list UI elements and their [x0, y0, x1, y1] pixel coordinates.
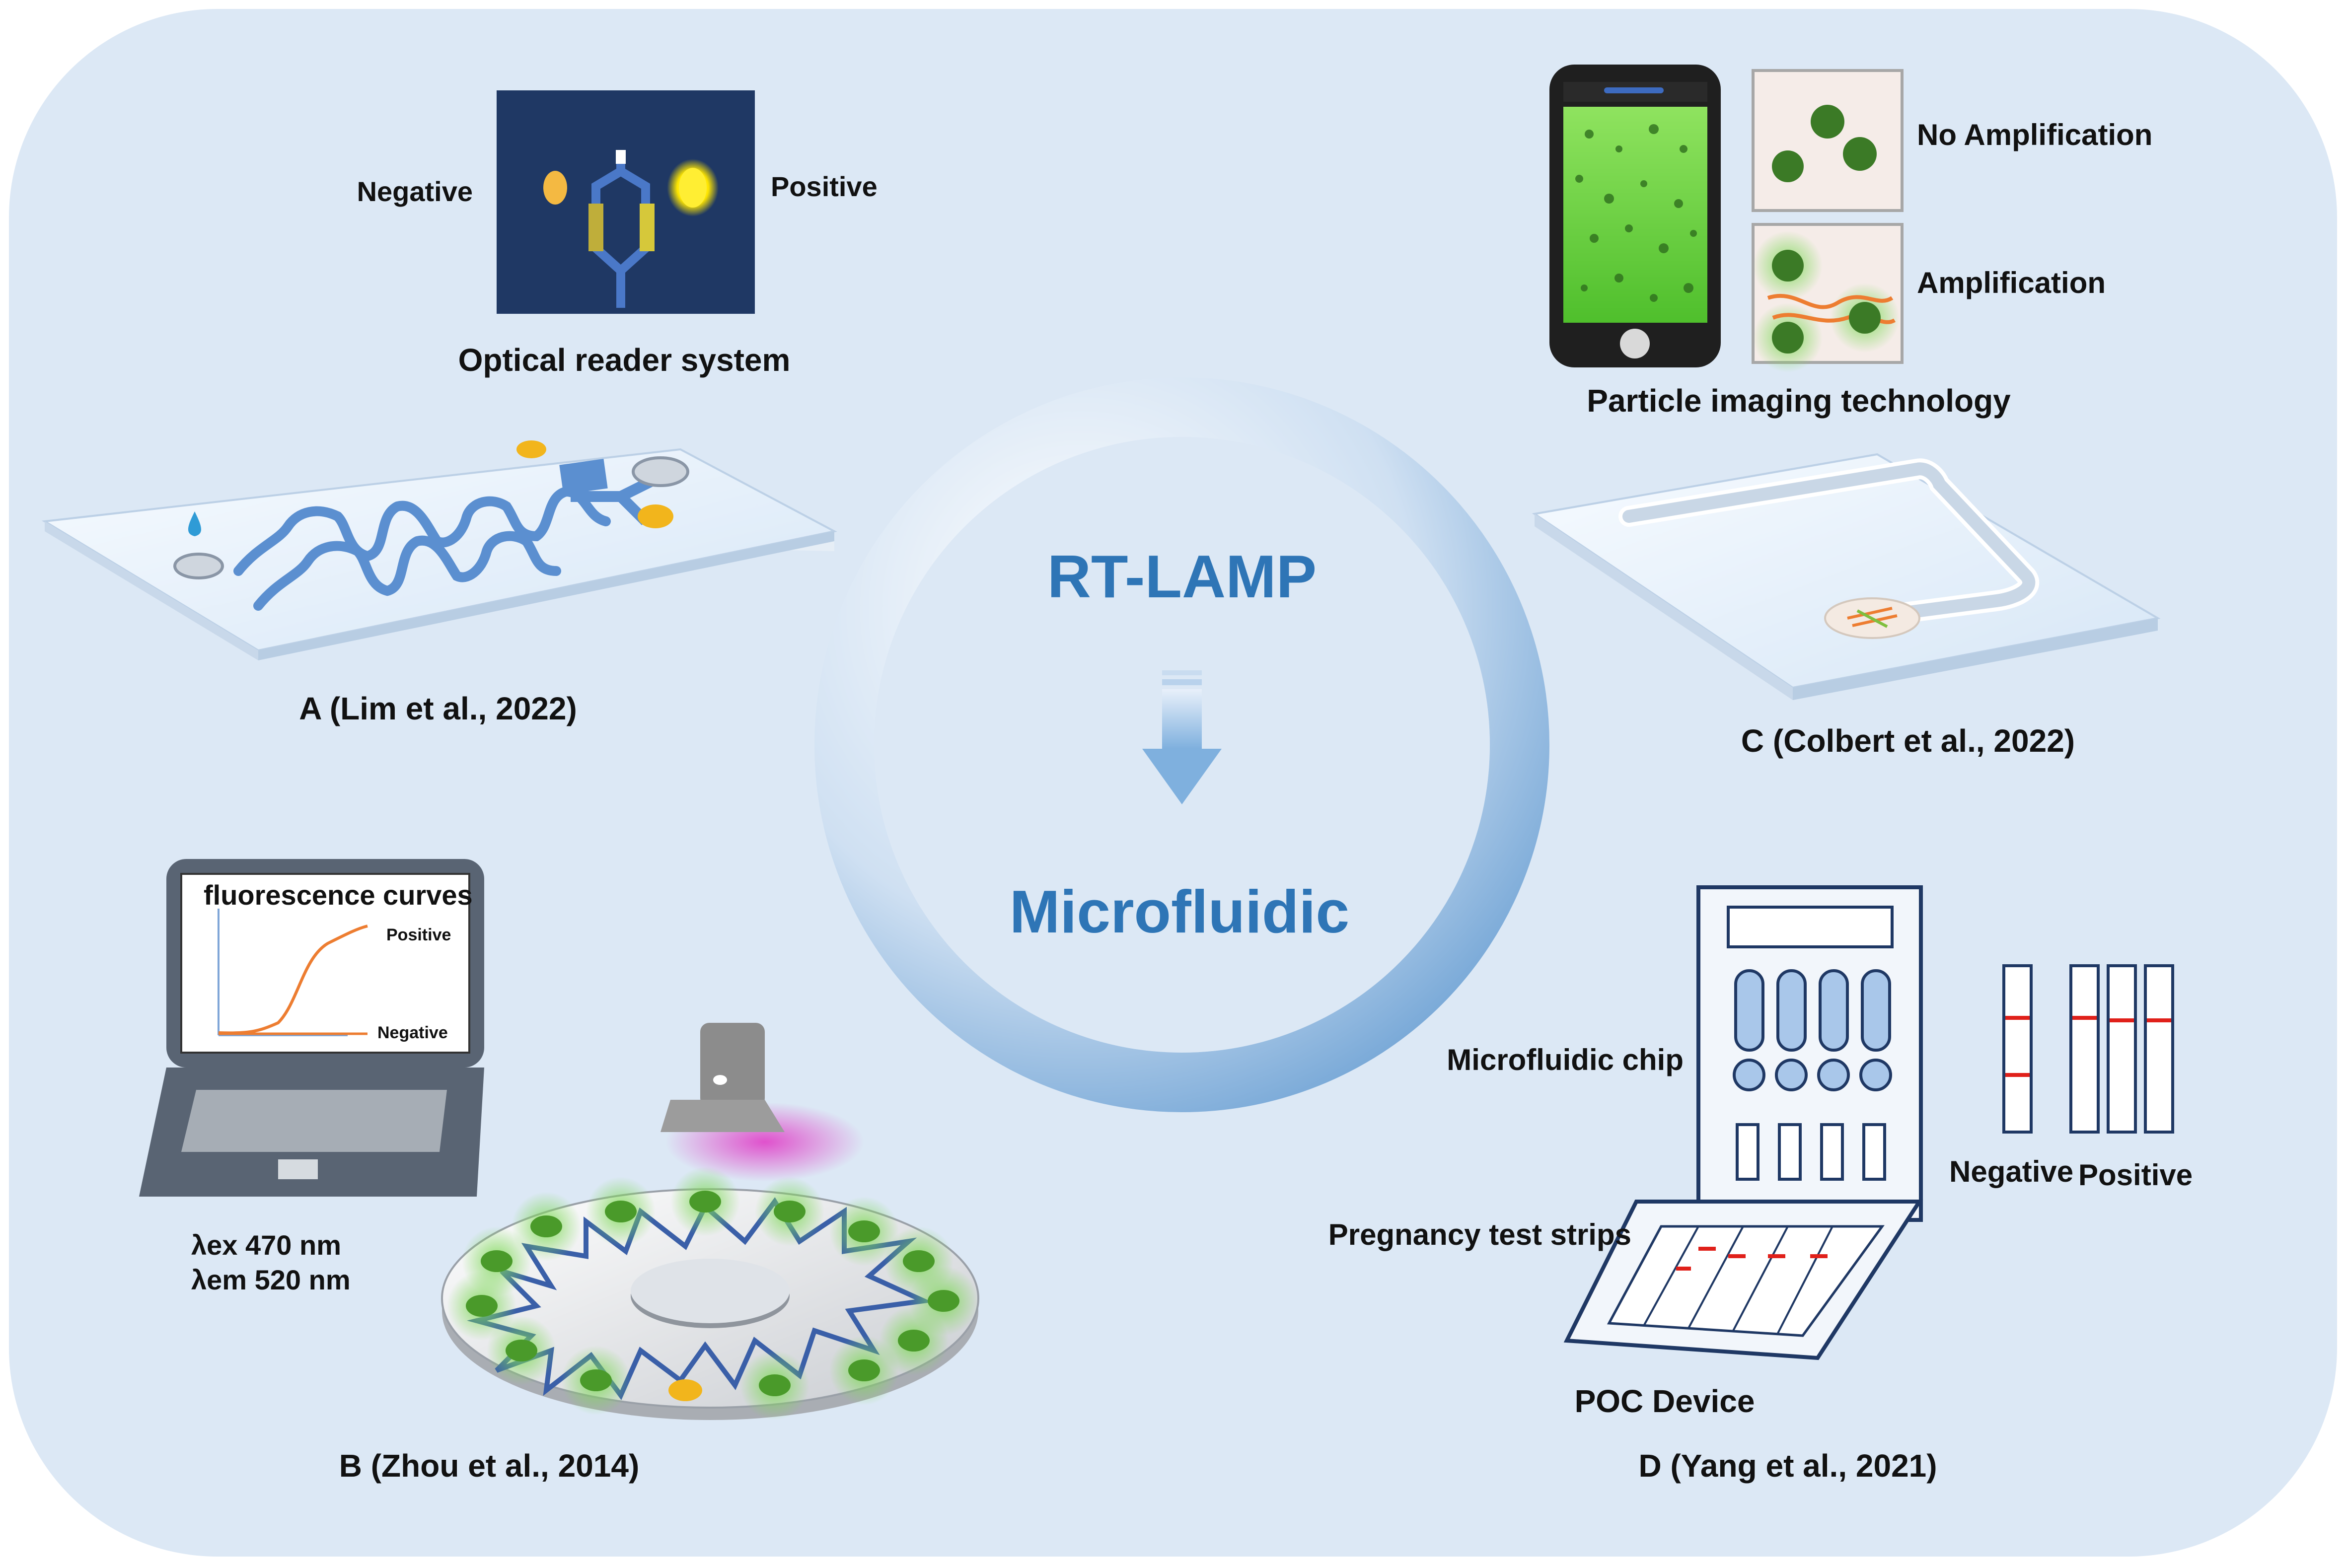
- centrifugal-disc: [441, 1167, 979, 1420]
- panel-c-caption: C (Colbert et al., 2022): [1741, 723, 2075, 759]
- microfluidic-title: Microfluidic: [1009, 878, 1350, 945]
- curve-negative-label: Negative: [377, 1023, 448, 1042]
- smartphone-icon: [1549, 65, 1721, 367]
- microfluidic-chip-label: Microfluidic chip: [1447, 1043, 1684, 1076]
- panel-a-positive-label: Positive: [771, 171, 878, 202]
- test-strips: [2002, 964, 2174, 1134]
- panel-d-caption: D (Yang et al., 2021): [1638, 1448, 1937, 1484]
- excitation-label: λex 470 nm: [191, 1229, 341, 1261]
- no-amplification-panel: [1752, 69, 1904, 212]
- optical-reader-icon: [497, 90, 755, 314]
- amplification-label: Amplification: [1917, 266, 2106, 299]
- curve-positive-label: Positive: [386, 926, 451, 944]
- panel-a-caption: A (Lim et al., 2022): [299, 691, 577, 726]
- down-arrow-icon: [1142, 670, 1222, 804]
- emission-label: λem 520 nm: [191, 1264, 351, 1295]
- panel-b-caption: B (Zhou et al., 2014): [339, 1448, 640, 1484]
- poc-device: [1563, 885, 1923, 1360]
- positive-curve: [218, 925, 368, 1035]
- pregnancy-strips-label: Pregnancy test strips: [1328, 1218, 1631, 1251]
- amplification-panel: [1752, 223, 1904, 372]
- serpentine-chip-a: [41, 440, 837, 660]
- poc-device-label: POC Device: [1574, 1383, 1755, 1419]
- rt-lamp-title: RT-LAMP: [1047, 543, 1317, 610]
- light-source-icon: [660, 1023, 864, 1182]
- laptop-icon: [139, 859, 484, 1197]
- particle-imaging-title: Particle imaging technology: [1587, 383, 2011, 419]
- panel-d-positive-label: Positive: [2078, 1158, 2193, 1192]
- fluorescence-plot: [218, 909, 368, 1036]
- microfluidic-chip-channels: [1733, 969, 1892, 1091]
- panel-d-negative-label: Negative: [1949, 1155, 2074, 1188]
- optical-reader-title: Optical reader system: [458, 342, 791, 378]
- reaction-chamber-dots: [447, 1167, 978, 1420]
- channel-chip-c: [1532, 453, 2161, 700]
- screen-title: fluorescence curves: [204, 879, 473, 911]
- no-amplification-label: No Amplification: [1917, 118, 2153, 151]
- panel-a-negative-label: Negative: [357, 176, 473, 207]
